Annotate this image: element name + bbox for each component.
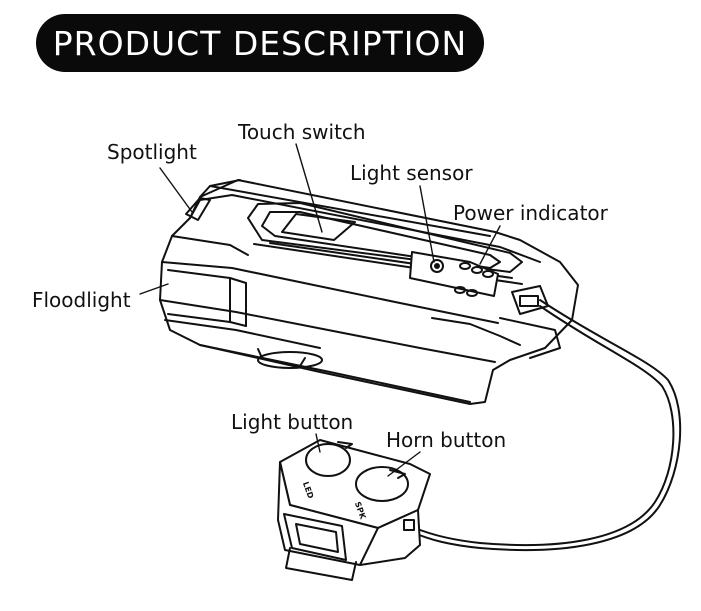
label-floodlight: Floodlight [32, 288, 131, 312]
page-title: PRODUCT DESCRIPTION [52, 23, 468, 63]
label-touch-switch: Touch switch [238, 120, 366, 144]
remote-control: LED SPK [277, 439, 431, 581]
connection-cable [411, 299, 682, 552]
light-body [159, 179, 579, 405]
label-spotlight: Spotlight [107, 140, 197, 164]
label-horn-button: Horn button [386, 428, 507, 452]
leader-lines [139, 143, 501, 477]
label-power-indicator: Power indicator [453, 201, 608, 225]
label-light-sensor: Light sensor [350, 161, 473, 185]
title-banner: PRODUCT DESCRIPTION [36, 14, 484, 72]
label-light-button: Light button [231, 410, 354, 434]
